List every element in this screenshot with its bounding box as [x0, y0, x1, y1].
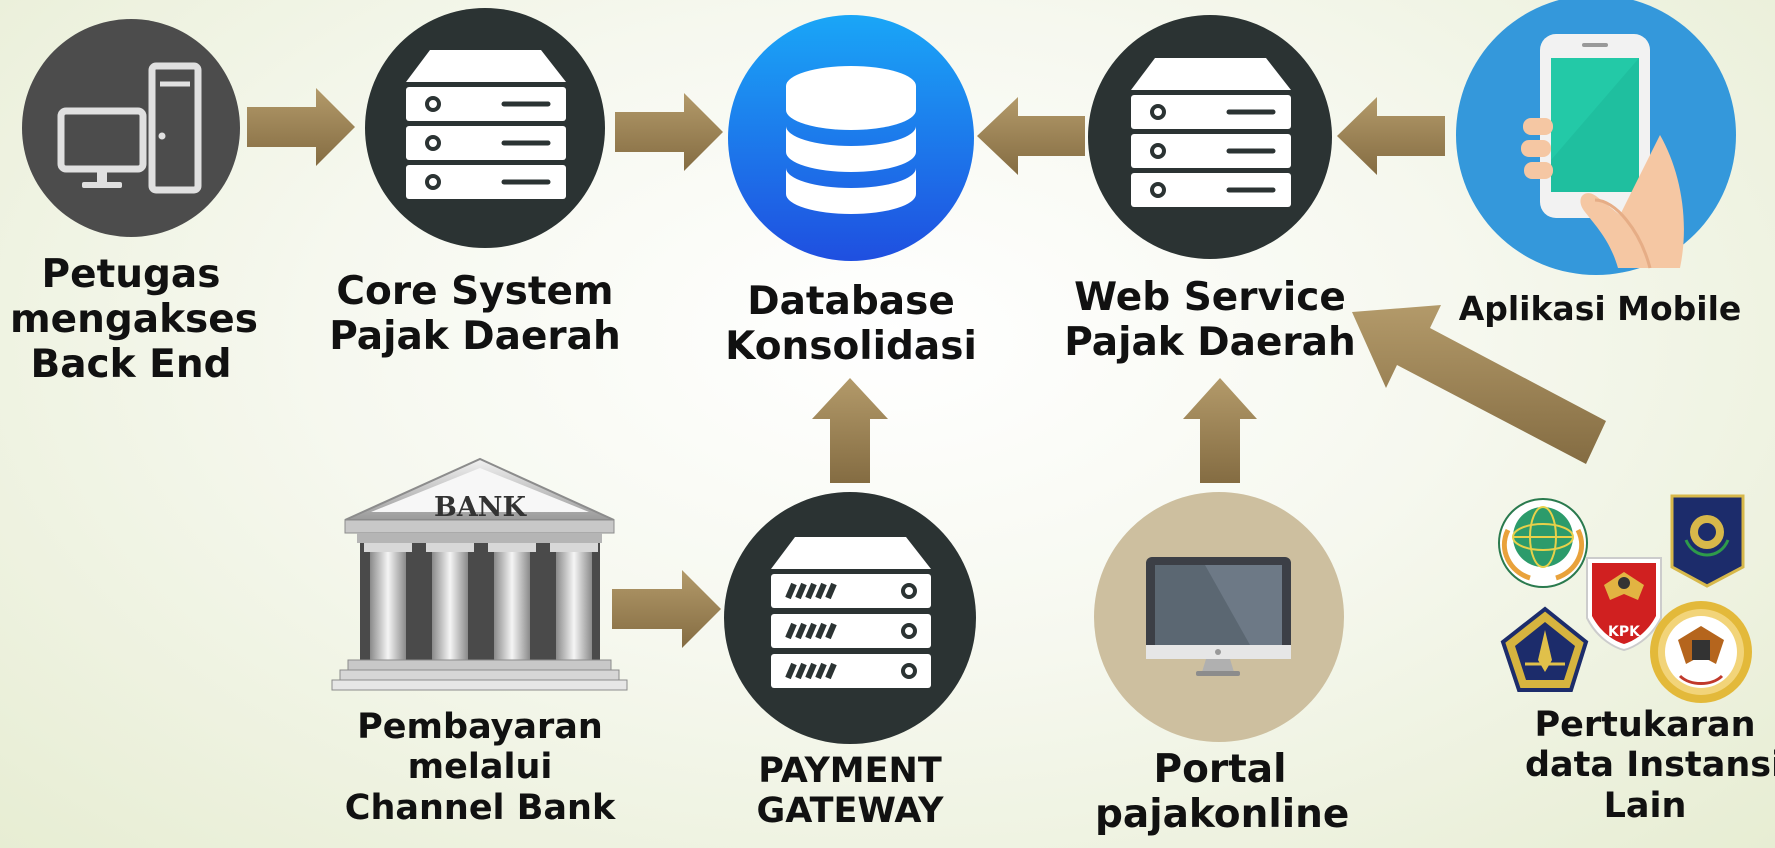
label-portal: Portal pajakonline [1095, 747, 1350, 837]
ministry-seal-icon [1498, 498, 1588, 588]
arrow-petugas-to-core [247, 88, 355, 166]
server-icon [1088, 15, 1332, 259]
arrow-webservice-to-database [977, 97, 1085, 175]
kpk-logo-text: KPK [1608, 624, 1641, 640]
bank-sign: BANK [434, 492, 527, 523]
arrow-instansi-to-webservice [1352, 305, 1606, 464]
agency-logos-icon: KPK [1498, 494, 1752, 703]
smartphone-in-hand-icon [1456, 0, 1736, 275]
label-petugas: Petugas mengakses Back End [10, 252, 258, 387]
label-web-service: Web Service Pajak Daerah [1064, 275, 1356, 365]
server-icon [365, 8, 605, 248]
state-secretariat-shield-icon [1670, 494, 1745, 588]
arrow-gateway-to-database [812, 378, 888, 483]
kpk-logo-icon: KPK [1586, 557, 1662, 652]
label-pertukaran: Pertukaran data Instansi Lain [1525, 705, 1775, 826]
label-database: Database Konsolidasi [725, 279, 977, 369]
finance-ministry-emblem-icon [1500, 606, 1589, 692]
monitor-icon [1094, 492, 1344, 742]
bank-building-icon: BANK [331, 457, 628, 691]
label-payment-gateway: PAYMENT GATEWAY [756, 751, 944, 832]
label-core-system: Core System Pajak Daerah [329, 269, 621, 359]
server-icon [724, 492, 976, 744]
arrow-core-to-database [615, 93, 723, 171]
arrow-mobile-to-webservice [1337, 97, 1445, 175]
label-aplikasi-mobile: Aplikasi Mobile [1458, 289, 1742, 328]
arrow-bank-to-gateway [612, 570, 721, 648]
database-icon [728, 15, 974, 261]
label-pembayaran: Pembayaran melalui Channel Bank [344, 707, 616, 828]
desktop-computer-icon [22, 19, 240, 237]
arrow-portal-to-webservice [1183, 378, 1257, 483]
national-emblem-seal-icon [1650, 601, 1752, 703]
